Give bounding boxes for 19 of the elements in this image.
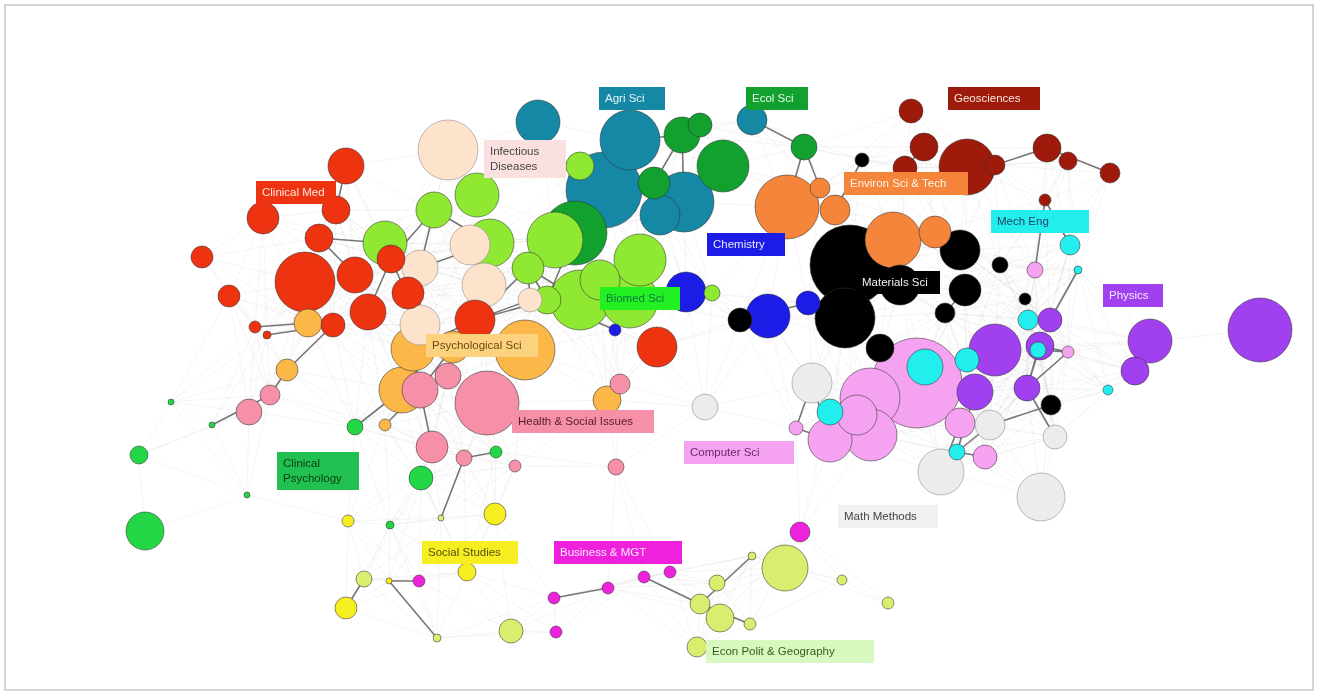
category-label: Environ Sci & Tech xyxy=(844,172,968,195)
category-label: Mech Eng xyxy=(991,210,1089,233)
category-label: Geosciences xyxy=(948,87,1040,110)
category-label: Chemistry xyxy=(707,233,785,256)
category-label: Agri Sci xyxy=(599,87,665,110)
category-label: Business & MGT xyxy=(554,541,682,564)
category-label: Ecol Sci xyxy=(746,87,808,110)
category-label: Physics xyxy=(1103,284,1163,307)
category-label: Computer Sci xyxy=(684,441,794,464)
category-label: Psychological Sci xyxy=(426,334,538,357)
category-label: Clinical Psychology xyxy=(277,452,359,490)
category-label: Health & Social Issues xyxy=(512,410,654,433)
category-label: Social Studies xyxy=(422,541,518,564)
category-label: Math Methods xyxy=(838,505,938,528)
category-label: Infectious Diseases xyxy=(484,140,566,178)
category-label: Materials Sci xyxy=(856,271,940,294)
category-label: Biomed Sci xyxy=(600,287,680,310)
category-label: Econ Polit & Geography xyxy=(706,640,874,663)
category-label: Clinical Med xyxy=(256,181,336,204)
